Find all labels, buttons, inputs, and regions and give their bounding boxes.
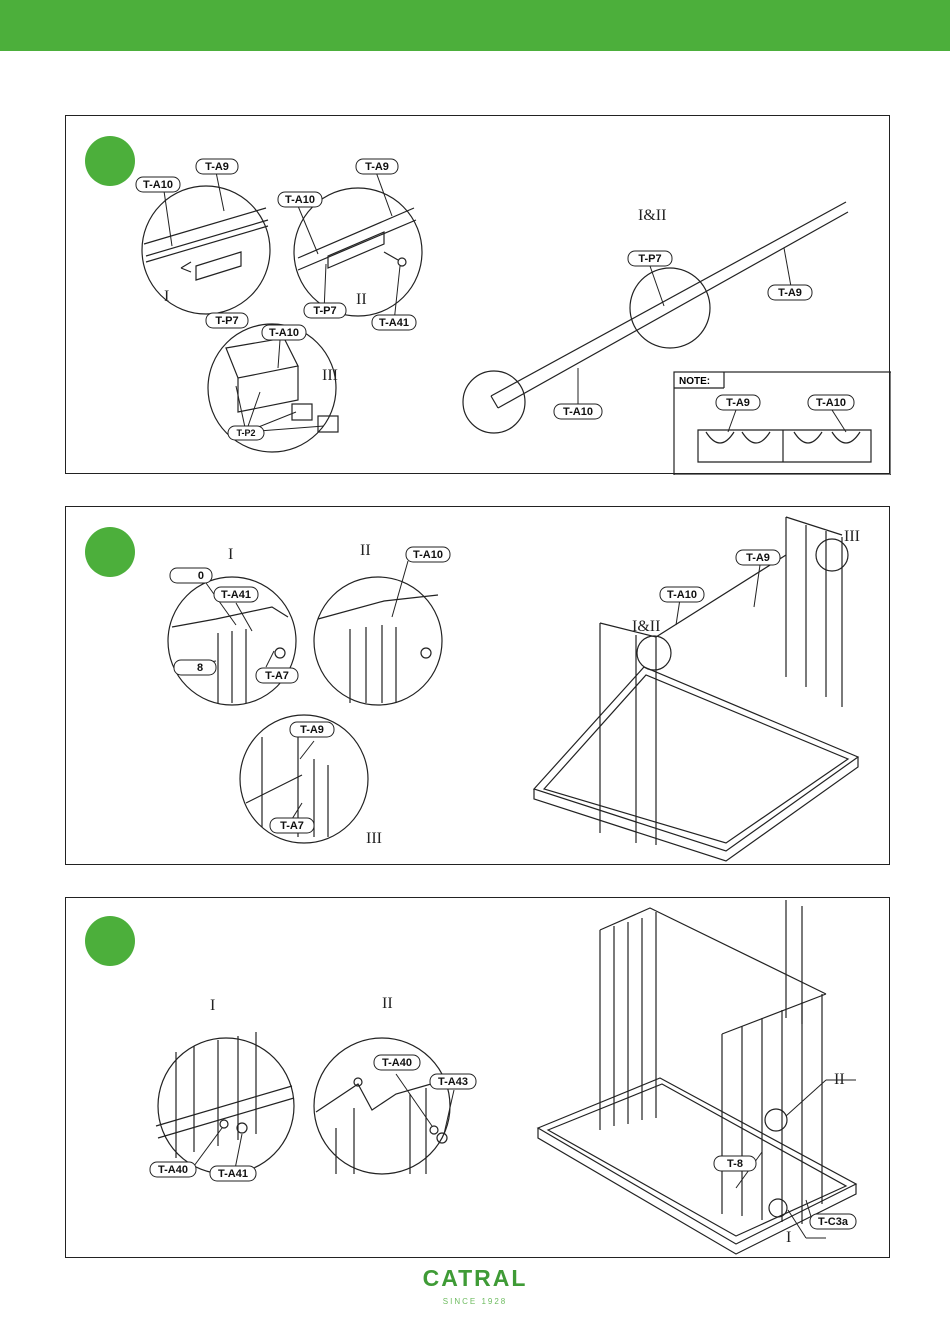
svg-text:T-A40: T-A40 (158, 1164, 188, 1176)
tag-note-ta10: T-A10 (808, 395, 854, 410)
step-panel-1: T-A10 T-A9 T-A10 T-A9 T-P7 T-P7 T-A41 T-… (65, 115, 890, 474)
svg-text:T-P7: T-P7 (313, 305, 336, 317)
joint-circle-i (769, 1199, 787, 1217)
tag-ta9-main: T-A9 (768, 285, 812, 300)
tag-zero: 0 (170, 568, 212, 583)
svg-text:T-P2: T-P2 (236, 428, 255, 438)
roman-i: I (164, 288, 169, 305)
svg-text:T-P7: T-P7 (638, 253, 661, 265)
tag-ta40-a: T-A40 (150, 1162, 196, 1177)
tag-ta9-iii: T-A9 (290, 722, 334, 737)
step-2-diagram: 0 T-A41 8 T-A7 T-A10 T-A9 T-A7 T-A9 T-A1… (66, 507, 891, 866)
tag-ta10-a: T-A10 (136, 177, 180, 192)
header-bar (0, 0, 950, 51)
tag-ta40-b: T-A40 (374, 1055, 420, 1070)
svg-text:T-A10: T-A10 (285, 194, 315, 206)
tag-tp7-a: T-P7 (206, 313, 248, 328)
svg-text:T-A10: T-A10 (269, 327, 299, 339)
tag-ta7-b: T-A7 (270, 818, 314, 833)
detail-circle-iii (208, 324, 336, 452)
tag-t8: T-8 (714, 1156, 756, 1171)
detail-circle-i (142, 186, 270, 314)
roman-ii: II (360, 542, 371, 559)
roman-i-ii-main: I&II (632, 618, 660, 635)
tag-ta10-ii: T-A10 (406, 547, 450, 562)
tag-ta41: T-A41 (210, 1166, 256, 1181)
svg-text:T-A7: T-A7 (265, 670, 289, 682)
svg-text:T-A41: T-A41 (218, 1168, 248, 1180)
svg-text:T-A43: T-A43 (438, 1076, 468, 1088)
tag-ta9-a: T-A9 (196, 159, 238, 174)
tag-ta10-c: T-A10 (262, 325, 306, 340)
tag-ta41: T-A41 (214, 587, 258, 602)
svg-text:T-A10: T-A10 (413, 549, 443, 561)
tag-ta9-b: T-A9 (356, 159, 398, 174)
roman-ii-main: II (834, 1071, 845, 1088)
part-tags-panel-1: T-A10 T-A9 T-A10 T-A9 T-P7 T-P7 T-A41 T-… (136, 159, 854, 440)
brand-tagline: SINCE 1928 (0, 1297, 950, 1306)
tag-tp7-b: T-P7 (304, 303, 346, 318)
svg-text:T-A10: T-A10 (816, 397, 846, 409)
svg-text:T-A9: T-A9 (365, 161, 389, 173)
tag-ta7-a: T-A7 (256, 668, 298, 683)
tag-tp7-main: T-P7 (628, 251, 672, 266)
joint-circle (630, 268, 710, 348)
tag-tc3a: T-C3a (810, 1214, 856, 1229)
svg-text:T-A10: T-A10 (667, 589, 697, 601)
tag-ta10-main: T-A10 (554, 404, 602, 419)
svg-text:T-A9: T-A9 (746, 552, 770, 564)
svg-text:T-A10: T-A10 (143, 179, 173, 191)
tag-eight: 8 (174, 660, 216, 675)
svg-text:T-A41: T-A41 (379, 317, 409, 329)
svg-text:0: 0 (198, 570, 204, 582)
svg-text:T-A9: T-A9 (300, 724, 324, 736)
svg-text:T-A9: T-A9 (205, 161, 229, 173)
roman-iii: III (322, 367, 338, 384)
svg-text:T-C3a: T-C3a (818, 1216, 849, 1228)
roman-i-main: I (786, 1229, 791, 1246)
step-panel-2: 0 T-A41 8 T-A7 T-A10 T-A9 T-A7 T-A9 T-A1… (65, 506, 890, 865)
tag-tp2: T-P2 (228, 426, 264, 440)
svg-text:8: 8 (197, 662, 203, 674)
roman-iii-main: III (844, 528, 860, 545)
tag-ta9-main: T-A9 (736, 550, 780, 565)
svg-text:T-P7: T-P7 (215, 315, 238, 327)
roman-ii: II (382, 995, 393, 1012)
note-label: NOTE: (679, 376, 710, 387)
step-3-marker (85, 916, 135, 966)
svg-text:T-A9: T-A9 (726, 397, 750, 409)
step-1-marker (85, 136, 135, 186)
brand-logo: CATRAL (0, 1265, 950, 1292)
svg-text:T-A41: T-A41 (221, 589, 251, 601)
joint-circle-i-ii (637, 636, 671, 670)
svg-text:T-A40: T-A40 (382, 1057, 412, 1069)
roman-i-ii: I&II (638, 207, 666, 224)
joint-circle-ii (765, 1109, 787, 1131)
roman-i: I (210, 997, 215, 1014)
tag-ta10-main: T-A10 (660, 587, 704, 602)
roman-i: I (228, 546, 233, 563)
tag-ta43: T-A43 (430, 1074, 476, 1089)
step-1-diagram: T-A10 T-A9 T-A10 T-A9 T-P7 T-P7 T-A41 T-… (66, 116, 891, 475)
tag-ta41: T-A41 (372, 315, 416, 330)
roman-iii: III (366, 830, 382, 847)
step-panel-3: T-A40 T-A41 T-A40 T-A43 T-8 T-C3a I II I… (65, 897, 890, 1258)
svg-text:T-8: T-8 (727, 1158, 743, 1170)
step-3-diagram: T-A40 T-A41 T-A40 T-A43 T-8 T-C3a I II I… (66, 898, 891, 1259)
tag-ta10-b: T-A10 (278, 192, 322, 207)
tag-note-ta9: T-A9 (716, 395, 760, 410)
svg-text:T-A7: T-A7 (280, 820, 304, 832)
svg-text:T-A9: T-A9 (778, 287, 802, 299)
roman-ii: II (356, 291, 367, 308)
svg-text:T-A10: T-A10 (563, 406, 593, 418)
step-2-marker (85, 527, 135, 577)
